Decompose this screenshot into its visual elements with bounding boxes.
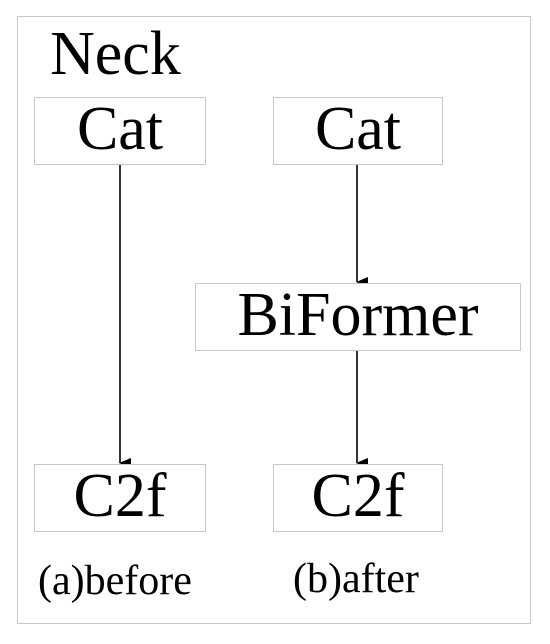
c2f-block-after: C2f	[273, 464, 443, 532]
c2f-block-before-label: C2f	[73, 462, 167, 530]
biformer-block-label: BiFormer	[237, 281, 479, 349]
cat-block-before: Cat	[34, 97, 206, 165]
caption-after: (b)after	[293, 556, 419, 602]
neck-frame	[17, 16, 531, 624]
biformer-block: BiFormer	[195, 283, 521, 351]
cat-block-after-label: Cat	[314, 95, 402, 163]
c2f-block-before: C2f	[34, 464, 206, 532]
diagram-title: Neck	[50, 20, 181, 88]
c2f-block-after-label: C2f	[311, 462, 405, 530]
cat-block-after: Cat	[273, 97, 443, 165]
cat-block-before-label: Cat	[76, 95, 164, 163]
caption-before: (a)before	[38, 558, 192, 604]
